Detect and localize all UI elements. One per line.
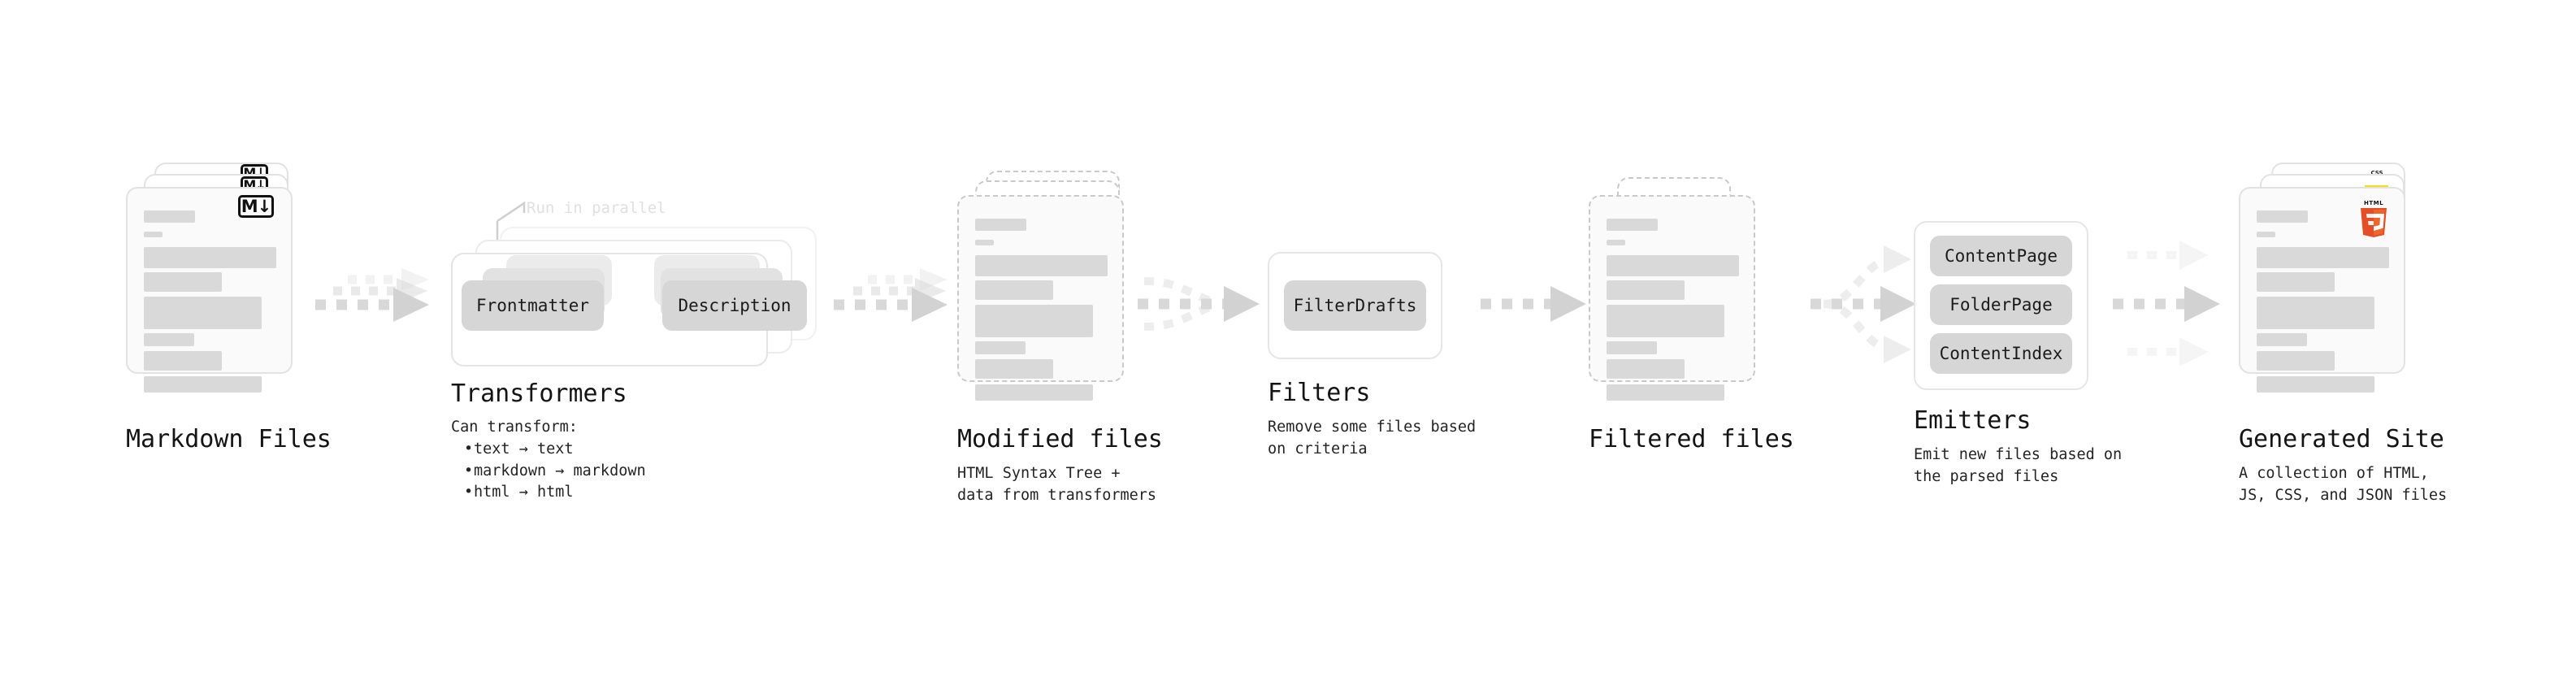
skeleton-bar — [975, 280, 1053, 300]
skeleton-bar — [144, 376, 262, 393]
generated-site-description: A collection of HTML, JS, CSS, and JSON … — [2239, 465, 2448, 504]
skeleton-bar — [1607, 219, 1658, 231]
skeleton-bar — [1607, 255, 1739, 276]
generated-site-stack: CSS HTML — [2239, 163, 2434, 406]
arrow-modified-to-filters — [1138, 277, 1260, 331]
arrow-filtered-to-emitters — [1811, 245, 1916, 363]
modified-files-title: Modified files — [957, 425, 1163, 453]
skeleton-bar — [2257, 376, 2374, 393]
skeleton-bar — [2257, 232, 2275, 237]
skeleton-bar — [1607, 280, 1685, 300]
emitter-chip-contentindex[interactable]: ContentIndex — [1930, 333, 2072, 374]
html5-shield-icon: HTML — [2361, 200, 2387, 237]
skeleton-bar — [2257, 351, 2335, 371]
emitter-chip-folderpage[interactable]: FolderPage — [1930, 284, 2072, 325]
skeleton-bar — [144, 272, 222, 292]
filtered-files-stack — [1589, 163, 1776, 406]
emitters-description: Emit new files based on the parsed files — [1914, 446, 2123, 485]
skeleton-bar — [975, 359, 1053, 379]
transformers-bullet: text → text — [464, 439, 646, 461]
skeleton-bar — [2257, 333, 2307, 346]
transformer-chip-frontmatter[interactable]: Frontmatter — [462, 280, 604, 331]
emitters-title: Emitters — [1914, 406, 2032, 435]
transformers-bullet: markdown → markdown — [464, 461, 646, 483]
svg-text:HTML: HTML — [2364, 200, 2383, 206]
modified-files-stack — [957, 163, 1144, 406]
arrow-markdown-to-transformers — [315, 268, 429, 322]
transformers-bullet-list: text → text markdown → markdown html → h… — [451, 439, 646, 504]
skeleton-bar — [2257, 297, 2374, 329]
css3-badge-label: CSS — [2370, 170, 2383, 176]
skeleton-bar — [975, 219, 1026, 231]
skeleton-bar — [144, 333, 194, 346]
filtered-files-title: Filtered files — [1589, 425, 1794, 453]
skeleton-bar — [1607, 359, 1685, 379]
transformers-description: Can transform: text → text markdown → ma… — [451, 417, 646, 504]
skeleton-bar — [1607, 305, 1724, 337]
transformer-chip-description[interactable]: Description — [662, 280, 807, 331]
skeleton-bar — [144, 297, 262, 329]
markdown-files-title: Markdown Files — [126, 425, 332, 453]
run-in-parallel-label: Run in parallel — [527, 199, 666, 217]
filters-description: Remove some files based on criteria — [1268, 419, 1477, 458]
arrow-filters-to-filtered — [1481, 286, 1586, 322]
filters-title: Filters — [1268, 379, 1371, 407]
transformers-group: Frontmatter Description — [451, 207, 825, 367]
filtered-card-front — [1589, 195, 1755, 401]
filters-group: FilterDrafts — [1268, 252, 1442, 359]
skeleton-bar — [1607, 384, 1724, 401]
modified-card-front — [957, 195, 1124, 401]
transformers-title: Transformers — [451, 380, 627, 408]
markdown-badge-front: M↓ — [238, 195, 274, 218]
skeleton-bar — [975, 341, 1026, 354]
markdown-files-stack: M↓ M↓ M↓ — [126, 163, 313, 406]
skeleton-bar — [144, 351, 222, 371]
arrow-emitters-to-site — [2113, 241, 2220, 367]
transformers-lead: Can transform: — [451, 419, 578, 436]
skeleton-bar — [2257, 272, 2335, 292]
skeleton-bar — [975, 255, 1108, 276]
skeleton-bar — [1607, 341, 1657, 354]
emitters-group: ContentPage FolderPage ContentIndex — [1914, 221, 2088, 390]
skeleton-bar — [144, 210, 195, 223]
skeleton-bar — [144, 232, 163, 237]
generated-site-title: Generated Site — [2239, 425, 2444, 453]
modified-files-description: HTML Syntax Tree + data from transformer… — [957, 465, 1157, 504]
skeleton-bar — [2257, 247, 2389, 268]
skeleton-bar — [975, 305, 1093, 337]
markdown-card-front — [126, 187, 293, 393]
filter-chip-filterdrafts[interactable]: FilterDrafts — [1284, 280, 1426, 331]
skeleton-bar — [975, 240, 994, 245]
transformers-bullet: html → html — [464, 482, 646, 504]
arrow-transformers-to-modified — [834, 268, 948, 322]
skeleton-bar — [144, 247, 276, 268]
html5-badge: HTML — [2357, 198, 2390, 237]
site-card-front — [2239, 187, 2405, 393]
skeleton-bar — [1607, 240, 1625, 245]
emitter-chip-contentpage[interactable]: ContentPage — [1930, 236, 2072, 276]
skeleton-bar — [975, 384, 1093, 401]
skeleton-bar — [2257, 210, 2308, 223]
